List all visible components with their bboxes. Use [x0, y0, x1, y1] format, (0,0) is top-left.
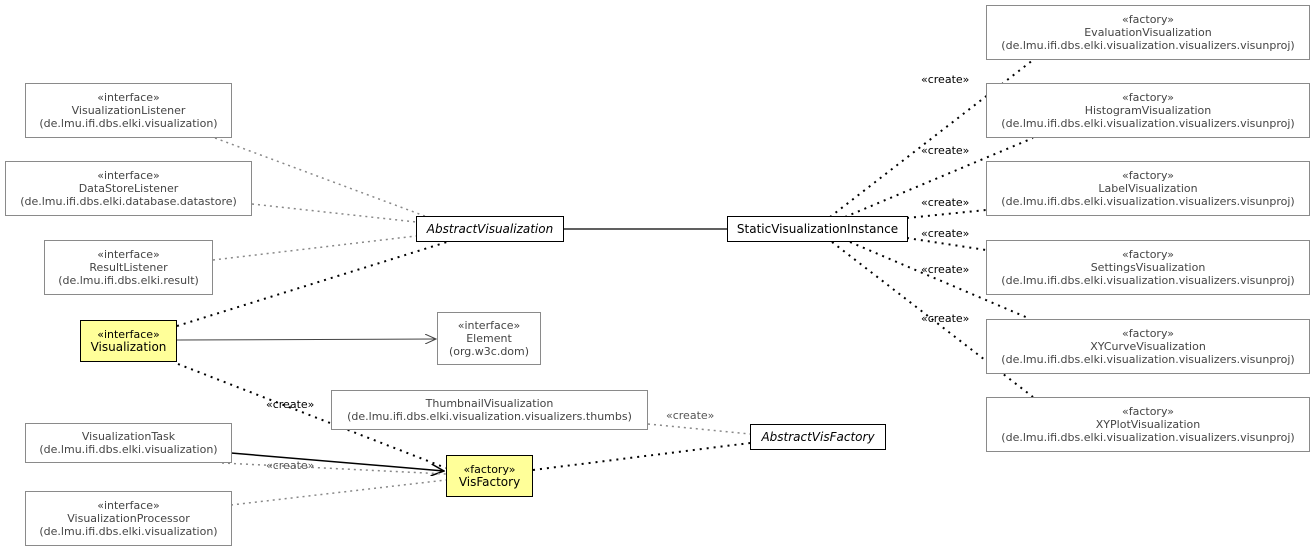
class-name: XYCurveVisualization: [1090, 340, 1206, 353]
stereotype-label: «factory»: [1121, 248, 1174, 261]
abstract-visfactory-node[interactable]: AbstractVisFactory: [750, 424, 886, 450]
datastore-listener-node[interactable]: «interface» DataStoreListener (de.lmu.if…: [5, 161, 252, 216]
class-name: AbstractVisualization: [426, 222, 554, 236]
class-name: VisualizationListener: [71, 104, 186, 117]
create-label-settings: «create»: [921, 227, 970, 240]
class-name: StaticVisualizationInstance: [736, 222, 899, 236]
xycurve-visualization-node[interactable]: «factory» XYCurveVisualization (de.lmu.i…: [986, 319, 1310, 374]
package-name: (de.lmu.ifi.dbs.elki.visualization.visua…: [1001, 39, 1295, 52]
class-name: VisualizationProcessor: [67, 512, 190, 525]
stereotype-label: «factory»: [1121, 13, 1174, 26]
class-name: ResultListener: [89, 261, 168, 274]
class-name: Element: [466, 332, 512, 345]
package-name: (de.lmu.ifi.dbs.elki.visualization): [39, 117, 218, 130]
visualization-processor-node[interactable]: «interface» VisualizationProcessor (de.l…: [25, 491, 232, 546]
visualization-node[interactable]: «interface» Visualization: [80, 320, 177, 362]
package-name: (de.lmu.ifi.dbs.elki.result): [58, 274, 199, 287]
class-name: Visualization: [90, 340, 167, 354]
class-name: HistogramVisualization: [1084, 104, 1212, 117]
package-name: (de.lmu.ifi.dbs.elki.visualization.visua…: [1001, 353, 1295, 366]
package-name: (de.lmu.ifi.dbs.elki.visualization.visua…: [1001, 195, 1295, 208]
class-name: DataStoreListener: [78, 182, 179, 195]
edge-static-evaluation: [829, 59, 1034, 218]
stereotype-label: «interface»: [457, 319, 521, 332]
package-name: (de.lmu.ifi.dbs.elki.visualization.visua…: [1001, 117, 1295, 130]
class-name: SettingsVisualization: [1090, 261, 1206, 274]
class-name: VisFactory: [458, 475, 521, 489]
abstract-visualization-node[interactable]: AbstractVisualization: [416, 216, 564, 242]
stereotype-label: «factory»: [1121, 169, 1174, 182]
visualization-task-node[interactable]: VisualizationTask (de.lmu.ifi.dbs.elki.v…: [25, 423, 232, 463]
create-label-evaluation: «create»: [921, 73, 970, 86]
stereotype-label: «interface»: [97, 91, 160, 104]
stereotype-label: «factory»: [463, 463, 516, 476]
class-name: VisualizationTask: [81, 430, 176, 443]
create-label-visualizationtask: «create»: [266, 459, 315, 472]
package-name: (de.lmu.ifi.dbs.elki.visualization): [39, 525, 218, 538]
create-label-thumbnail: «create»: [666, 409, 715, 422]
edge-visualization-visfactory: [177, 363, 447, 469]
settings-visualization-node[interactable]: «factory» SettingsVisualization (de.lmu.…: [986, 240, 1310, 295]
create-label-xyplot: «create»: [921, 312, 970, 325]
histogram-visualization-node[interactable]: «factory» HistogramVisualization (de.lmu…: [986, 83, 1310, 138]
package-name: (de.lmu.ifi.dbs.elki.visualization.visua…: [1001, 274, 1295, 287]
edge-visualizationtask-visfactory: [230, 452, 444, 471]
edge-static-histogram: [844, 137, 1034, 218]
edge-thumbnail-abstractvisfactory: [647, 423, 751, 435]
stereotype-label: «factory»: [1121, 327, 1174, 340]
visualization-listener-node[interactable]: «interface» VisualizationListener (de.lm…: [25, 83, 232, 138]
edge-datastorelistener-abstractvisualization: [251, 203, 417, 223]
class-name: AbstractVisFactory: [761, 430, 875, 444]
element-node[interactable]: «interface» Element (org.w3c.dom): [437, 312, 541, 365]
edge-static-label: [906, 209, 987, 219]
stereotype-label: «interface»: [97, 499, 160, 512]
create-label-histogram: «create»: [921, 144, 970, 157]
edge-static-xycurve: [849, 241, 1029, 319]
result-listener-node[interactable]: «interface» ResultListener (de.lmu.ifi.d…: [44, 240, 213, 295]
create-label-visualization: «create»: [266, 398, 315, 411]
stereotype-label: «interface»: [97, 328, 160, 341]
edge-visualization-element: [176, 339, 436, 340]
xyplot-visualization-node[interactable]: «factory» XYPlotVisualization (de.lmu.if…: [986, 397, 1310, 452]
class-name: EvaluationVisualization: [1084, 26, 1212, 39]
edge-visualization-abstractvisualization: [176, 241, 448, 327]
package-name: (org.w3c.dom): [448, 345, 530, 358]
visfactory-node[interactable]: «factory» VisFactory: [446, 455, 533, 497]
package-name: (de.lmu.ifi.dbs.elki.visualization.visua…: [347, 410, 632, 423]
edge-visualizationtask-visfactory-create: [221, 462, 447, 475]
stereotype-label: «factory»: [1121, 91, 1174, 104]
class-name: LabelVisualization: [1098, 182, 1198, 195]
package-name: (de.lmu.ifi.dbs.elki.visualization.visua…: [1001, 431, 1295, 444]
stereotype-label: «interface»: [97, 169, 160, 182]
evaluation-visualization-node[interactable]: «factory» EvaluationVisualization (de.lm…: [986, 5, 1310, 60]
package-name: (de.lmu.ifi.dbs.elki.visualization): [39, 443, 218, 456]
class-name: ThumbnailVisualization: [425, 397, 554, 410]
edge-visualizationprocessor-visfactory: [230, 479, 447, 506]
label-visualization-node[interactable]: «factory» LabelVisualization (de.lmu.ifi…: [986, 161, 1310, 216]
stereotype-label: «factory»: [1121, 405, 1174, 418]
create-label-label: «create»: [921, 196, 970, 209]
create-label-xycurve: «create»: [921, 263, 970, 276]
thumbnail-visualization-node[interactable]: ThumbnailVisualization (de.lmu.ifi.dbs.e…: [331, 390, 648, 430]
stereotype-label: «interface»: [97, 248, 160, 261]
edge-visualizationlistener-abstractvisualization: [214, 137, 431, 219]
static-visualization-instance-node[interactable]: StaticVisualizationInstance: [727, 216, 908, 242]
edge-visfactory-abstractvisfactory: [532, 442, 751, 471]
class-name: XYPlotVisualization: [1095, 418, 1201, 431]
edge-resultlistener-abstractvisualization: [212, 235, 417, 261]
package-name: (de.lmu.ifi.dbs.elki.database.datastore): [20, 195, 237, 208]
